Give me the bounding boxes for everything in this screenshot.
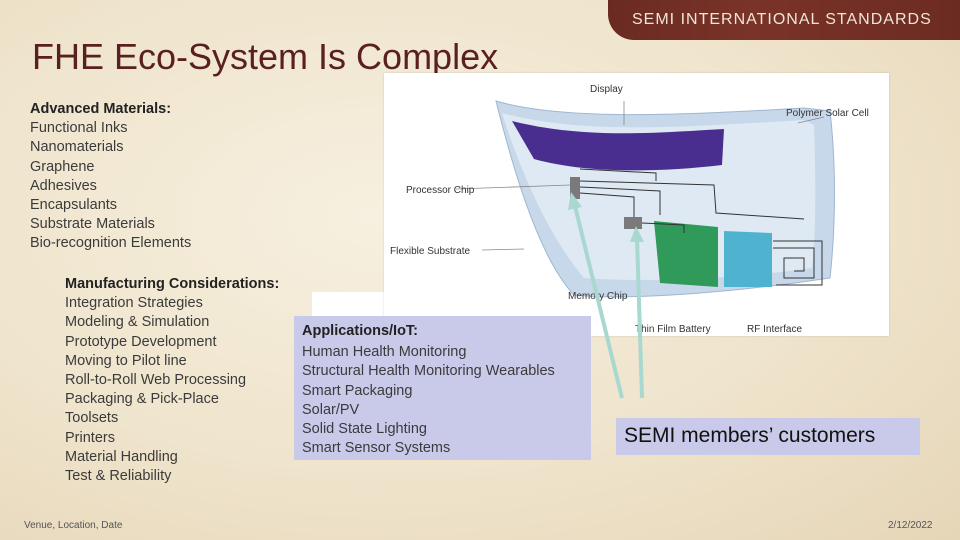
- solar-cell-shape: [724, 231, 772, 287]
- list-item: Printers: [65, 429, 115, 446]
- fhe-device-diagram: Display Polymer Solar Cell Processor Chi…: [384, 73, 889, 336]
- list-item: Prototype Development: [65, 333, 217, 350]
- list-item: Solar/PV: [302, 401, 360, 418]
- header-banner: [608, 0, 960, 40]
- list-item: Human Health Monitoring: [302, 344, 467, 361]
- flexible-substrate-label: Flexible Substrate: [390, 246, 470, 257]
- arrow-to-processor-chip: [573, 205, 624, 399]
- circuit-traces: [579, 168, 823, 286]
- list-item: Adhesives: [30, 177, 97, 194]
- list-item: Functional Inks: [30, 120, 128, 137]
- list-item: Solid State Lighting: [302, 421, 427, 438]
- arrow-to-memory-chip: [635, 237, 644, 399]
- list-item: Bio-recognition Elements: [30, 235, 192, 252]
- list-item: Graphene: [30, 158, 95, 175]
- processor-chip-label: Processor Chip: [406, 185, 475, 196]
- list-item: Structural Health Monitoring Wearables: [302, 363, 555, 380]
- list-item: Toolsets: [65, 410, 119, 427]
- list-item: Packaging & Pick-Place: [65, 391, 219, 408]
- footer-venue: Venue, Location, Date: [24, 520, 123, 531]
- list-item: Modeling & Simulation: [65, 314, 210, 331]
- list-item: Test & Reliability: [65, 468, 172, 485]
- manufacturing-heading: Manufacturing Considerations:: [65, 276, 280, 292]
- polymer-solar-cell-label: Polymer Solar Cell: [786, 108, 869, 119]
- banner-text: SEMI INTERNATIONAL STANDARDS: [632, 11, 932, 28]
- list-item: Substrate Materials: [30, 216, 155, 233]
- advanced-materials-heading: Advanced Materials:: [30, 101, 172, 117]
- list-item: Roll-to-Roll Web Processing: [65, 372, 247, 389]
- arrow-head-processor: [568, 192, 582, 210]
- list-item: Integration Strategies: [65, 295, 203, 312]
- list-item: Moving to Pilot line: [65, 352, 187, 369]
- applications-heading: Applications/IoT:: [302, 323, 418, 339]
- memory-chip-shape: [624, 217, 642, 229]
- list-item: Smart Packaging: [302, 382, 413, 399]
- display-label: Display: [590, 84, 623, 95]
- display-shape: [512, 121, 724, 171]
- applications-box: Applications/IoT: Human Health Monitorin…: [294, 316, 591, 460]
- figure-background-extension: [312, 292, 392, 316]
- label-leader-lines: [455, 101, 825, 251]
- thin-film-battery-label: Thin Film Battery: [635, 324, 711, 335]
- arrow-head-memory: [630, 226, 644, 242]
- list-item: Smart Sensor Systems: [302, 440, 451, 457]
- list-item: Material Handling: [65, 448, 178, 465]
- manufacturing-considerations-list: Manufacturing Considerations: Integratio…: [65, 275, 279, 486]
- slide-title: FHE Eco-System Is Complex: [32, 36, 499, 77]
- list-item: Nanomaterials: [30, 139, 124, 156]
- list-item: Encapsulants: [30, 197, 118, 214]
- rf-interface-label: RF Interface: [747, 324, 802, 335]
- advanced-materials-list: Advanced Materials: Functional Inks Nano…: [30, 100, 191, 254]
- thin-film-battery-shape: [654, 221, 718, 287]
- processor-chip-shape: [570, 177, 580, 199]
- footer-date: 2/12/2022: [888, 520, 933, 531]
- fhe-device-illustration: Display Polymer Solar Cell Processor Chi…: [390, 84, 869, 335]
- semi-customers-callout: SEMI members’ customers: [616, 418, 920, 455]
